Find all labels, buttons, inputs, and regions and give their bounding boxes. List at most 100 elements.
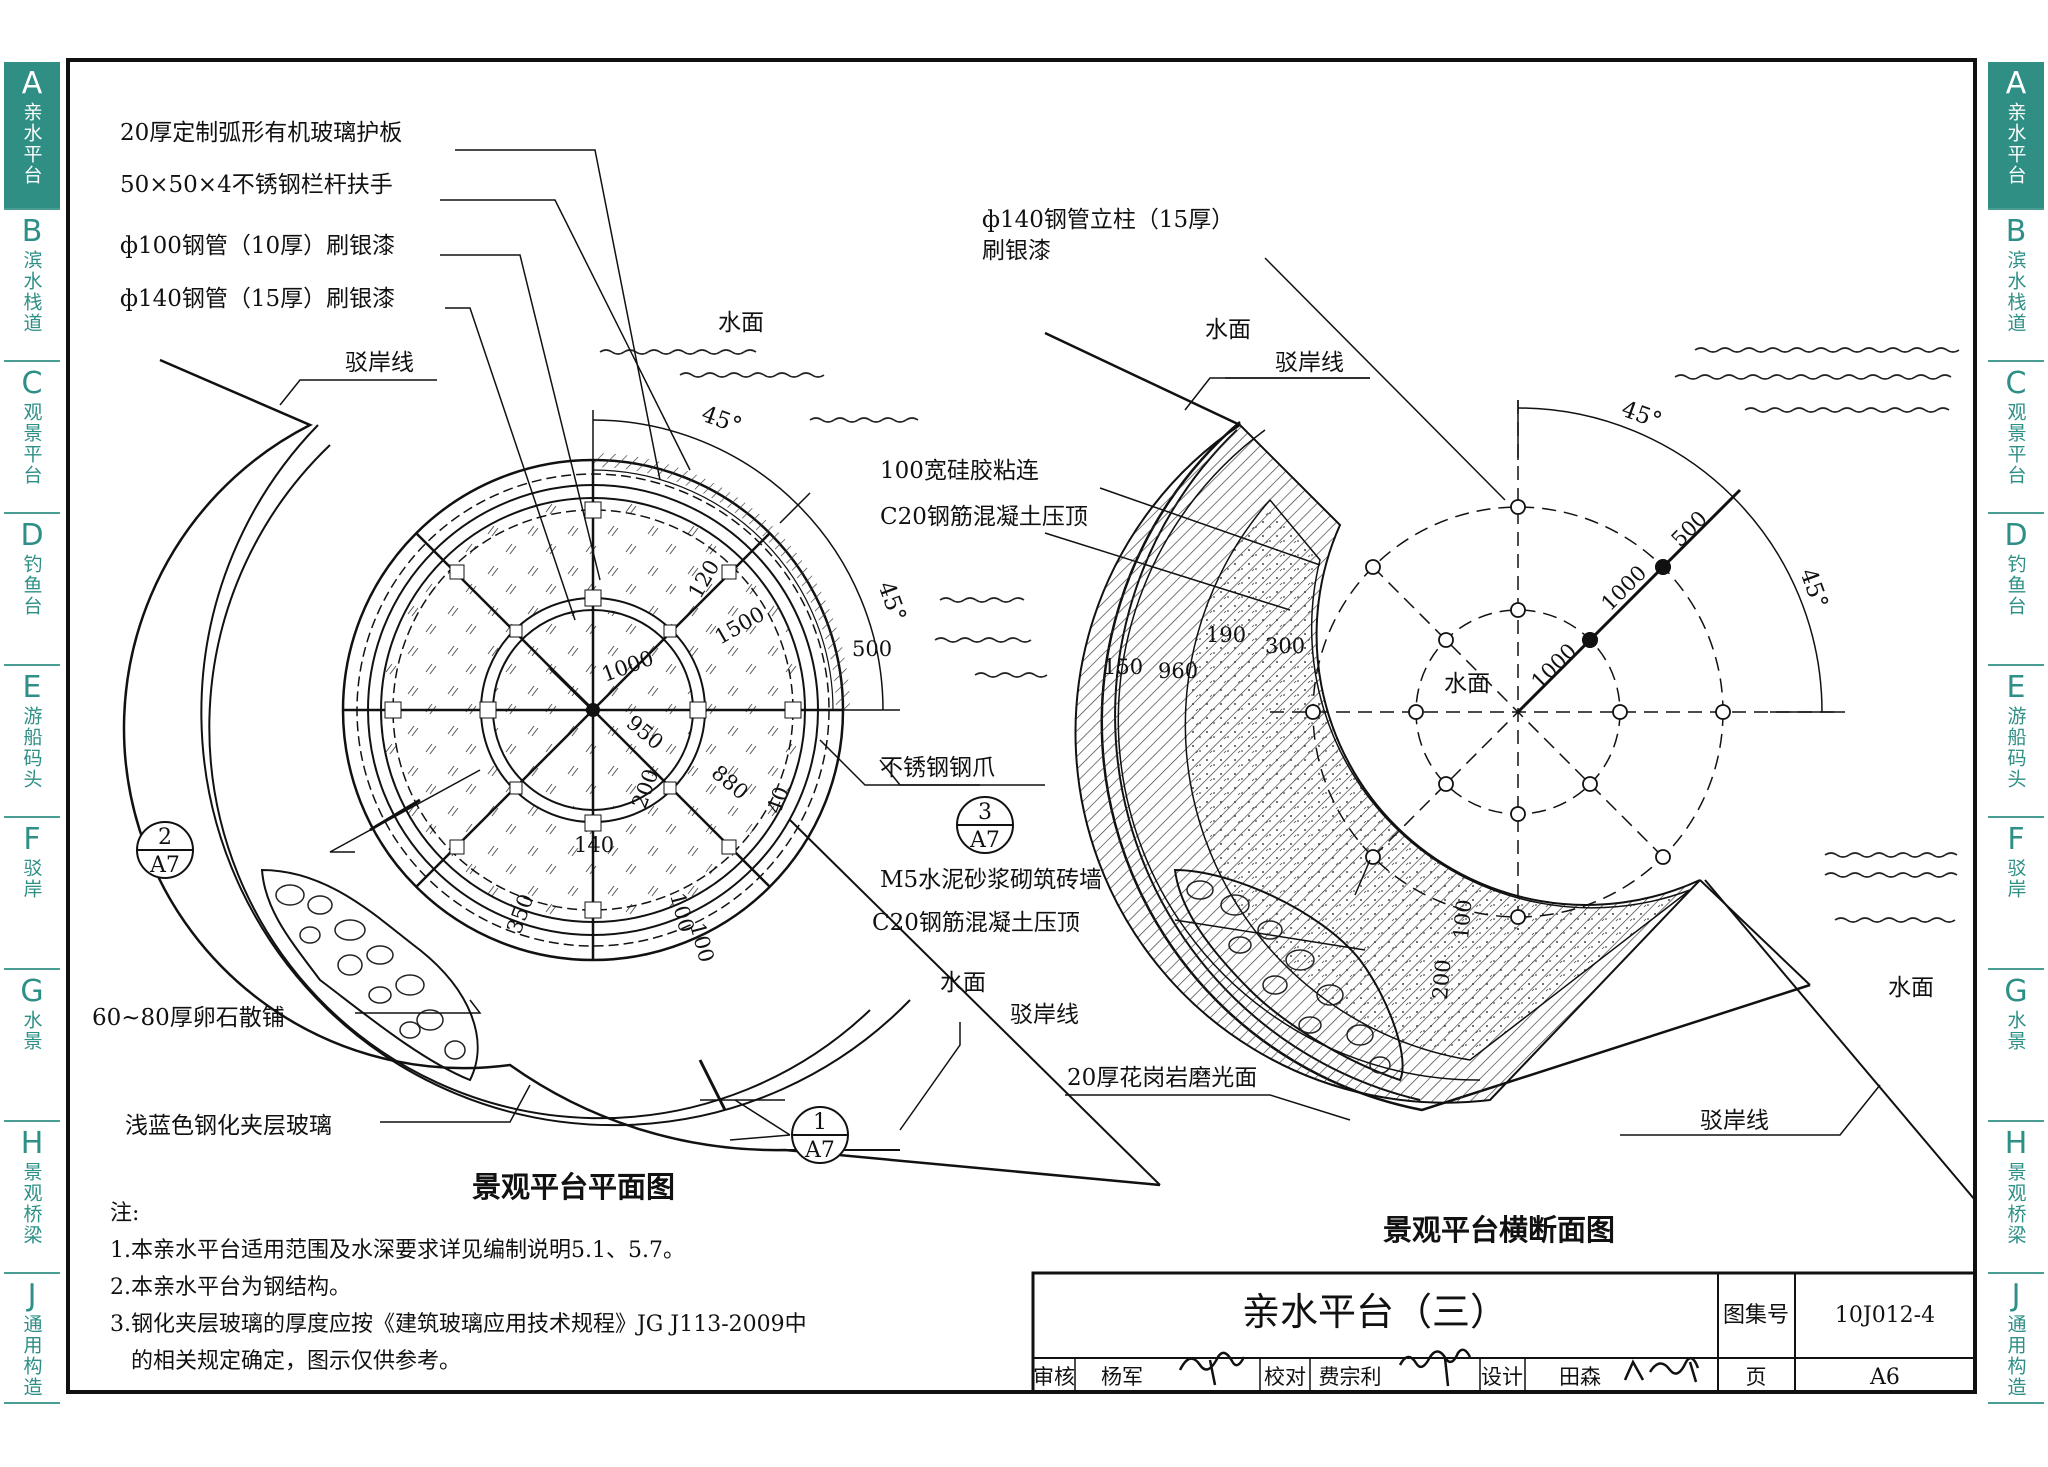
side-tab-letter: E bbox=[2006, 670, 2026, 705]
detail-reference-number: 2 bbox=[158, 825, 172, 850]
side-tab-text: 钓鱼台 bbox=[2004, 554, 2027, 617]
detail-reference-2[interactable]: 2A7 bbox=[136, 821, 194, 879]
section-title: 景观平台横断面图 bbox=[1383, 1213, 1615, 1247]
label-shoreline-section-1: 驳岸线 bbox=[1275, 350, 1344, 376]
side-tab-text: 水景 bbox=[20, 1010, 43, 1052]
side-tab-letter: B bbox=[2005, 214, 2027, 249]
check-label: 校对 bbox=[1264, 1365, 1306, 1389]
label-pipe-100: ф100钢管（10厚）刷银漆 bbox=[120, 233, 395, 259]
dim-section-100: 100 bbox=[1449, 898, 1476, 940]
label-water-section-2: 水面 bbox=[1888, 975, 1934, 1001]
page-label: 页 bbox=[1746, 1365, 1767, 1389]
label-c20-bottom: C20钢筋混凝土压顶 bbox=[872, 910, 1080, 936]
detail-reference-number: 3 bbox=[978, 800, 992, 825]
label-pipe-140: ф140钢管（15厚）刷银漆 bbox=[120, 286, 395, 312]
side-tab-text: 观景平台 bbox=[2004, 402, 2027, 486]
side-tab-text: 驳岸 bbox=[2004, 858, 2027, 900]
label-angle-plan-2: 45° bbox=[872, 578, 910, 625]
section-water-waves bbox=[1674, 347, 1960, 923]
side-tab-text: 游船码头 bbox=[2004, 706, 2027, 790]
label-shoreline-plan-1: 驳岸线 bbox=[345, 350, 414, 376]
dim-section-150: 150 bbox=[1103, 655, 1143, 679]
designer-name: 田森 bbox=[1559, 1365, 1601, 1389]
label-glass-guard: 20厚定制弧形有机玻璃护板 bbox=[120, 120, 402, 146]
page-value: A6 bbox=[1869, 1365, 1900, 1390]
label-m5-wall: M5水泥砂浆砌筑砖墙 bbox=[880, 867, 1102, 893]
label-c20-top: C20钢筋混凝土压顶 bbox=[880, 504, 1088, 530]
reviewer-name: 杨军 bbox=[1101, 1365, 1143, 1389]
side-tab-letter: C bbox=[2005, 366, 2027, 401]
notes-heading: 注: bbox=[110, 1201, 140, 1226]
checker-name: 费宗利 bbox=[1319, 1365, 1382, 1389]
side-tab-text: 驳岸 bbox=[20, 858, 43, 900]
side-tab-letter: F bbox=[2007, 822, 2025, 857]
side-tab-letter: J bbox=[27, 1278, 37, 1313]
side-tab-letter: G bbox=[2004, 974, 2028, 1009]
label-water-plan-2: 水面 bbox=[940, 970, 986, 996]
signatures bbox=[1178, 1348, 1700, 1387]
detail-reference-1[interactable]: 1A7 bbox=[791, 1106, 849, 1164]
side-tab-letter: D bbox=[20, 518, 44, 553]
detail-reference-sheet: A7 bbox=[804, 1138, 835, 1163]
dim-section-200: 200 bbox=[1428, 958, 1455, 1000]
note-item-3: 3.钢化夹层玻璃的厚度应按《建筑玻璃应用技术规程》JG J113-2009中 bbox=[110, 1312, 807, 1337]
detail-reference-sheet: A7 bbox=[969, 828, 1000, 853]
dim-section-960: 960 bbox=[1158, 659, 1198, 683]
side-tab-text: 通用构造 bbox=[2004, 1314, 2027, 1398]
note-item-1: 1.本亲水平台适用范围及水深要求详见编制说明5.1、5.7。 bbox=[110, 1238, 685, 1263]
label-granite: 20厚花岗岩磨光面 bbox=[1067, 1065, 1257, 1091]
atlas-value: 10J012-4 bbox=[1835, 1303, 1935, 1328]
side-tab-text: 滨水栈道 bbox=[2004, 250, 2027, 334]
side-tab-text: 通用构造 bbox=[20, 1314, 43, 1398]
side-tab-text: 滨水栈道 bbox=[20, 250, 43, 334]
label-water-section-1: 水面 bbox=[1205, 317, 1251, 343]
label-handrail: 50×50×4不锈钢栏杆扶手 bbox=[120, 172, 393, 198]
label-silicone: 100宽硅胶粘连 bbox=[880, 458, 1039, 484]
notes-block: 注: 1.本亲水平台适用范围及水深要求详见编制说明5.1、5.7。 2.本亲水平… bbox=[110, 1195, 807, 1380]
label-glass: 浅蓝色钢化夹层玻璃 bbox=[125, 1113, 332, 1139]
dim-plan-100b: 100 bbox=[685, 920, 719, 965]
detail-reference-number: 1 bbox=[813, 1110, 827, 1135]
label-angle-section-2: 45° bbox=[1794, 565, 1832, 612]
side-tab-text: 景观桥梁 bbox=[20, 1162, 43, 1246]
detail-reference-sheet: A7 bbox=[149, 853, 180, 878]
label-column: ф140钢管立柱（15厚） bbox=[982, 207, 1234, 233]
label-angle-section-1: 45° bbox=[1618, 396, 1665, 434]
side-tab-letter: F bbox=[23, 822, 41, 857]
detail-reference-3[interactable]: 3A7 bbox=[956, 796, 1014, 854]
dim-section-190: 190 bbox=[1206, 623, 1246, 647]
plan-water-waves bbox=[599, 349, 1048, 678]
side-tab-text: 游船码头 bbox=[20, 706, 43, 790]
sheet-title: 亲水平台（三） bbox=[1242, 1290, 1508, 1334]
label-shoreline-section-2: 驳岸线 bbox=[1700, 1108, 1769, 1134]
side-tab-text: 钓鱼台 bbox=[20, 554, 43, 617]
label-shoreline-plan-2: 驳岸线 bbox=[1010, 1002, 1079, 1028]
note-item-4: 的相关规定确定，图示仅供参考。 bbox=[110, 1349, 461, 1374]
side-tab-text: 景观桥梁 bbox=[2004, 1162, 2027, 1246]
design-label: 设计 bbox=[1481, 1365, 1523, 1389]
plan-view: 20厚定制弧形有机玻璃护板 50×50×4不锈钢栏杆扶手 ф100钢管（10厚）… bbox=[92, 120, 1161, 1204]
dim-plan-500: 500 bbox=[852, 637, 892, 661]
label-claw: 不锈钢钢爪 bbox=[880, 755, 995, 781]
label-angle-plan-1: 45° bbox=[698, 401, 745, 439]
